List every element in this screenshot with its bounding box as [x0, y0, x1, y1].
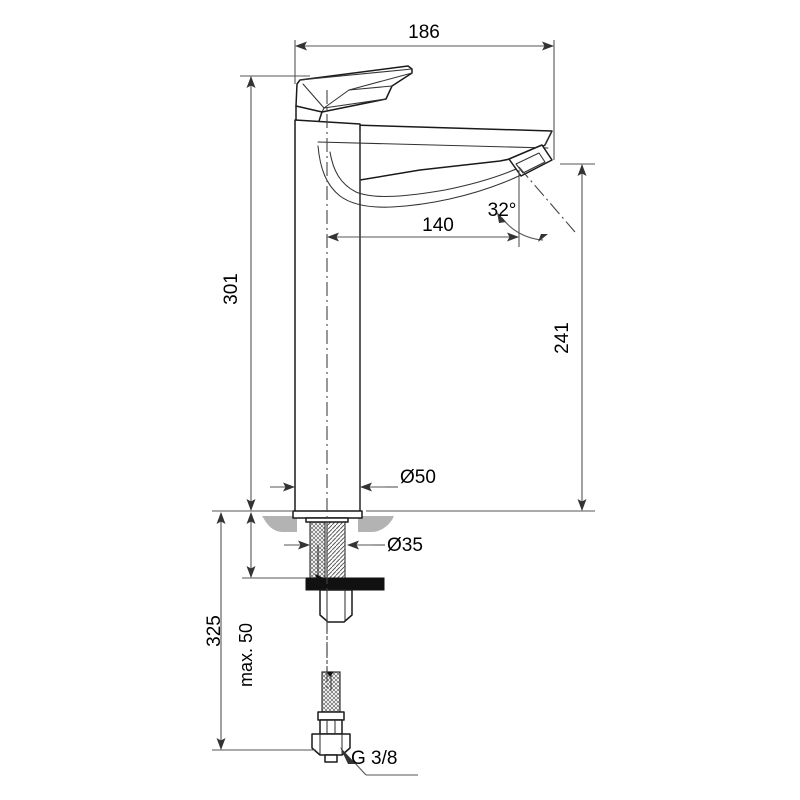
faucet-body-and-spout — [294, 119, 553, 513]
dimension-241: 241 — [366, 163, 595, 512]
dimension-140: 140 — [327, 170, 520, 247]
dimension-32-deg: 32° — [488, 166, 576, 242]
dimension-dia-50: Ø50 — [270, 467, 436, 492]
dimension-325: 325 — [204, 510, 316, 751]
dimension-label-325: 325 — [204, 615, 225, 647]
dimension-186: 186 — [294, 22, 555, 160]
dimension-label-140: 140 — [422, 215, 454, 236]
leader-g38: G 3/8 — [340, 747, 418, 776]
fixing-washer-and-nut — [305, 577, 385, 623]
dimension-max-50: max. 50 — [236, 512, 306, 687]
dimension-label-dia50: Ø50 — [400, 467, 436, 488]
dimension-label-241: 241 — [552, 322, 573, 354]
dimension-label-301: 301 — [221, 273, 242, 305]
dimension-301: 301 — [221, 75, 310, 512]
dimension-label-32deg: 32° — [488, 200, 517, 221]
dimension-label-186: 186 — [408, 22, 440, 43]
dimension-label-g38: G 3/8 — [351, 748, 397, 769]
dimension-label-dia35: Ø35 — [387, 535, 423, 556]
dimension-label-max50: max. 50 — [236, 623, 256, 687]
dimension-dia-35: Ø35 — [284, 535, 423, 556]
countertop-basin-profile — [262, 516, 394, 532]
supply-connector-g38 — [311, 671, 351, 763]
lever-handle — [295, 65, 413, 113]
